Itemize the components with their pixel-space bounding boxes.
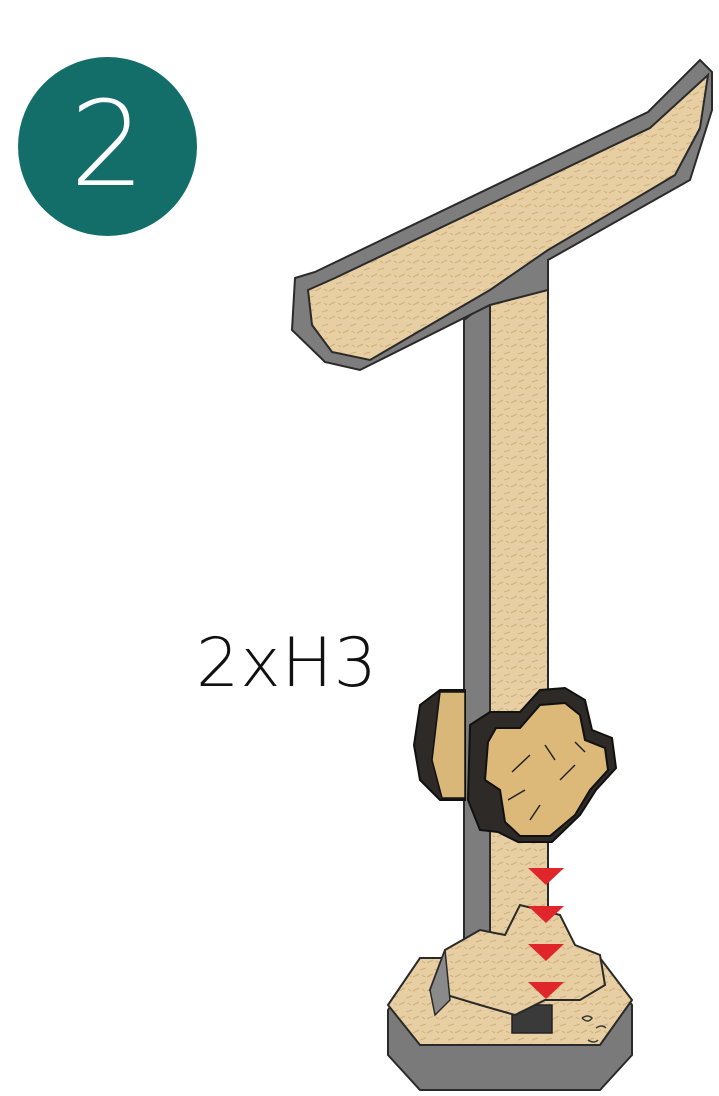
h3-piece-front: [468, 688, 616, 842]
h3-piece-back: [414, 690, 465, 800]
support-shape: [430, 905, 605, 1015]
